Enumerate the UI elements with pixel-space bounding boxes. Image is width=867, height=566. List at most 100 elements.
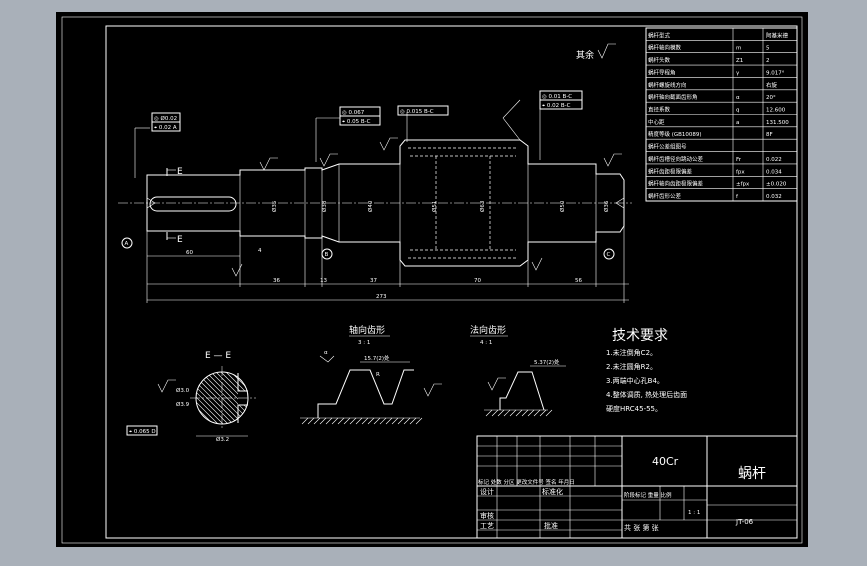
svg-text:15.7(2)处: 15.7(2)处 bbox=[364, 354, 390, 362]
scale-value: 1 : 1 bbox=[688, 510, 700, 516]
param-label: 蜗杆轴向齿距极限偏差 bbox=[648, 180, 704, 188]
param-symbol: ±fpx bbox=[736, 182, 750, 188]
svg-text:审核: 审核 bbox=[480, 511, 494, 520]
diameter-dim: Ø51 bbox=[431, 201, 438, 212]
part-name: 蜗杆 bbox=[738, 466, 766, 482]
length-dim: 36 bbox=[273, 278, 280, 284]
length-dim: 37 bbox=[370, 278, 377, 284]
param-label: 蜗杆齿形公差 bbox=[648, 192, 682, 200]
svg-text:◎ 0.01 B-C: ◎ 0.01 B-C bbox=[542, 94, 572, 100]
surface-finish-note: 其余 bbox=[576, 49, 594, 61]
outer-border bbox=[61, 16, 803, 544]
svg-text:◎ 0.067: ◎ 0.067 bbox=[342, 110, 365, 116]
param-label: 蜗杆齿距极限偏差 bbox=[648, 167, 693, 175]
param-value: 9.017° bbox=[766, 70, 785, 76]
param-symbol: a bbox=[736, 120, 739, 126]
section-mark-bottom: E bbox=[177, 235, 183, 245]
diameter-dim: Ø36 bbox=[603, 200, 610, 212]
diameter-dim: Ø38 bbox=[321, 200, 328, 212]
gtol-frame-2: ◎ 0.067 ⌖ 0.05 B-C bbox=[339, 106, 381, 126]
drawing-number: JT-06 bbox=[735, 518, 754, 526]
param-symbol: α bbox=[736, 95, 740, 101]
technical-requirements: 技术要求 1.未注倒角C2。 2.未注圆角R2。 3.两端中心孔B4。 4.整体… bbox=[606, 328, 687, 413]
param-label: 蜗杆头数 bbox=[648, 56, 671, 64]
svg-text:硬度HRC45-55。: 硬度HRC45-55。 bbox=[606, 404, 662, 413]
length-dim: 56 bbox=[575, 278, 582, 284]
param-value: 5 bbox=[766, 46, 770, 52]
svg-text:阶段标记 重量 比例: 阶段标记 重量 比例 bbox=[624, 491, 672, 499]
param-symbol: Z1 bbox=[736, 58, 743, 64]
diameter-dim: Ø63 bbox=[479, 200, 486, 212]
tech-title: 技术要求 bbox=[612, 328, 668, 344]
length-dim: 60 bbox=[186, 250, 193, 256]
axial-title: 轴向齿形 bbox=[349, 324, 385, 336]
svg-text:批准: 批准 bbox=[544, 521, 558, 530]
material: 40Cr bbox=[652, 455, 679, 468]
gtol-frame-1: ◎ Ø0.02 ⌖ 0.02 A bbox=[151, 112, 181, 132]
param-symbol: fpx bbox=[736, 169, 745, 175]
svg-text:R: R bbox=[376, 372, 380, 378]
datum-b: B bbox=[325, 252, 329, 258]
svg-text:4.整体调质, 热处理后齿面: 4.整体调质, 热处理后齿面 bbox=[606, 390, 687, 399]
param-value: 右旋 bbox=[766, 81, 778, 89]
param-label: 蜗杆导程角 bbox=[648, 68, 676, 76]
svg-text:⌖ 0.02 B-C: ⌖ 0.02 B-C bbox=[542, 103, 571, 109]
inner-border bbox=[105, 25, 798, 539]
svg-text:标准化: 标准化 bbox=[542, 487, 563, 496]
diameter-dim: Ø50 bbox=[559, 200, 566, 212]
param-symbol: m bbox=[736, 46, 741, 52]
param-value: 20° bbox=[766, 95, 776, 101]
length-dim: 70 bbox=[474, 278, 481, 284]
svg-text:◎ Ø0.02: ◎ Ø0.02 bbox=[154, 115, 177, 122]
diameter-dim: Ø35 bbox=[271, 200, 278, 212]
param-symbol: Fr bbox=[736, 157, 742, 163]
gtol-frame-4: ◎ 0.01 B-C ⌖ 0.02 B-C bbox=[539, 90, 583, 110]
param-label: 精度等级 (GB10089) bbox=[648, 130, 702, 138]
datum-c: C bbox=[607, 252, 611, 258]
param-value: 0.034 bbox=[766, 169, 782, 175]
length-dim: 273 bbox=[376, 294, 387, 300]
svg-text:Ø3.9: Ø3.9 bbox=[176, 401, 190, 408]
svg-text:共 张 第 张: 共 张 第 张 bbox=[624, 523, 659, 532]
param-label: 蜗杆轴向截面齿形角 bbox=[648, 93, 698, 101]
svg-text:标记 处数 分区 更改文件号 签名 年月日: 标记 处数 分区 更改文件号 签名 年月日 bbox=[478, 478, 575, 486]
param-value: 0.022 bbox=[766, 157, 782, 163]
datum-a: A bbox=[125, 241, 129, 247]
section-mark-top: E bbox=[177, 167, 183, 177]
param-label: 直径系数 bbox=[648, 106, 671, 114]
gtol-frame-3: ◎ 0.015 B-C bbox=[397, 105, 449, 116]
svg-text:⌖ 0.065 D: ⌖ 0.065 D bbox=[129, 429, 156, 435]
normal-tooth-profile: 法向齿形 4 : 1 5.37(2)处 bbox=[470, 324, 566, 417]
param-label: 蜗杆轴向模数 bbox=[648, 44, 682, 52]
svg-text:设计: 设计 bbox=[480, 487, 494, 496]
param-value: 8F bbox=[766, 132, 773, 138]
param-value: 2 bbox=[766, 58, 770, 64]
length-dim: 4 bbox=[258, 248, 262, 254]
param-value: ±0.020 bbox=[766, 182, 787, 188]
param-value: 131.500 bbox=[766, 120, 789, 126]
svg-text:Ø3.0: Ø3.0 bbox=[176, 387, 190, 394]
roughness-symbol bbox=[597, 43, 616, 59]
length-dim: 13 bbox=[320, 278, 327, 284]
svg-text:4 : 1: 4 : 1 bbox=[480, 340, 492, 346]
svg-text:◎ 0.015 B-C: ◎ 0.015 B-C bbox=[400, 109, 434, 115]
svg-text:1.未注倒角C2。: 1.未注倒角C2。 bbox=[606, 348, 657, 357]
title-block: 40Cr 蜗杆 JT-06 标记 处数 分区 更改文件号 签名 年月日 设计 标… bbox=[476, 435, 798, 539]
param-label: 中心距 bbox=[648, 118, 665, 126]
svg-text:3.两端中心孔B4。: 3.两端中心孔B4。 bbox=[606, 376, 664, 385]
drawing-sheet bbox=[56, 12, 808, 547]
svg-text:3 : 1: 3 : 1 bbox=[358, 340, 370, 346]
param-value: 12.600 bbox=[766, 108, 786, 114]
svg-text:5.37(2)处: 5.37(2)处 bbox=[534, 358, 560, 366]
normal-title: 法向齿形 bbox=[470, 324, 506, 336]
axial-tooth-profile: 轴向齿形 3 : 1 15.7(2)处 R α bbox=[300, 324, 442, 425]
svg-text:2.未注圆角R2。: 2.未注圆角R2。 bbox=[606, 362, 657, 371]
param-symbol: γ bbox=[736, 70, 740, 76]
svg-text:⌖ 0.05 B-C: ⌖ 0.05 B-C bbox=[342, 119, 371, 125]
param-value: 阿基米德 bbox=[766, 31, 789, 39]
param-label: 蜗杆齿槽径向跳动公差 bbox=[648, 155, 704, 163]
